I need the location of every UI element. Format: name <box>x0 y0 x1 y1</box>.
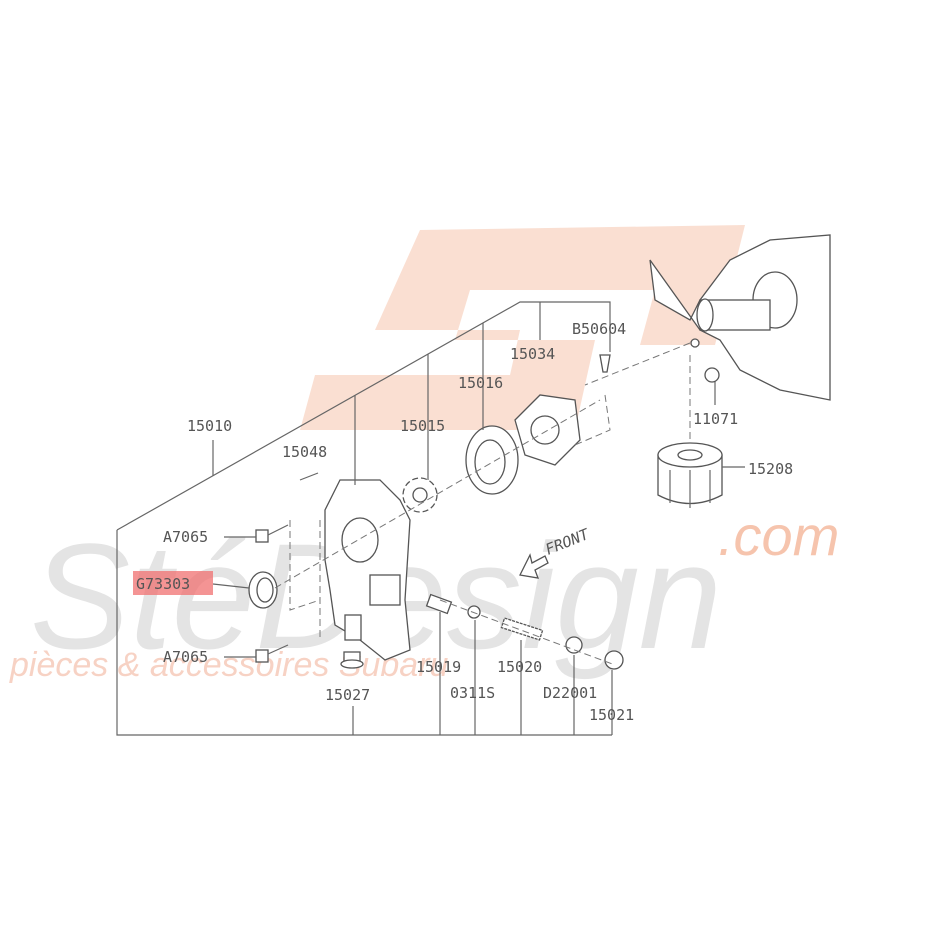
inner-rotor-part <box>402 477 438 513</box>
label-15019[interactable]: 15019 <box>416 658 461 676</box>
watermark-logo <box>300 225 745 430</box>
drain-plug-part <box>340 651 364 669</box>
label-a7065-lower[interactable]: A7065 <box>163 648 208 666</box>
label-15016[interactable]: 15016 <box>458 374 503 392</box>
relief-valve-part <box>425 593 453 615</box>
engine-block <box>649 234 831 401</box>
washer-part <box>467 605 481 619</box>
outer-rotor-part <box>465 425 519 495</box>
label-15015[interactable]: 15015 <box>400 417 445 435</box>
label-15208[interactable]: 15208 <box>748 460 793 478</box>
plug-part <box>604 650 624 670</box>
pin-part <box>299 472 319 481</box>
label-a7065-upper[interactable]: A7065 <box>163 528 208 546</box>
label-15010[interactable]: 15010 <box>187 417 232 435</box>
watermark-domain: .com <box>718 504 839 567</box>
label-g73303[interactable]: G73303 <box>136 575 190 593</box>
label-b50604[interactable]: B50604 <box>572 320 626 338</box>
oil-filter-part <box>657 442 723 508</box>
label-15048[interactable]: 15048 <box>282 443 327 461</box>
label-0311s[interactable]: 0311S <box>450 684 495 702</box>
label-11071[interactable]: 11071 <box>693 410 738 428</box>
label-d22001[interactable]: D22001 <box>543 684 597 702</box>
bolt-upper-part <box>255 524 289 543</box>
leader-lines <box>116 301 745 736</box>
oil-pump-body-part <box>324 479 411 661</box>
label-15021[interactable]: 15021 <box>589 706 634 724</box>
relief-spring-part <box>500 617 544 641</box>
label-15027[interactable]: 15027 <box>325 686 370 704</box>
label-15034[interactable]: 15034 <box>510 345 555 363</box>
gasket-plug-part <box>565 636 583 654</box>
bolt-lower-part <box>255 644 289 663</box>
label-15020[interactable]: 15020 <box>497 658 542 676</box>
highlight-oil-seal <box>133 571 213 595</box>
oil-seal-part <box>248 571 278 609</box>
gasket-11071-part <box>704 367 720 383</box>
screw-part <box>599 354 611 373</box>
